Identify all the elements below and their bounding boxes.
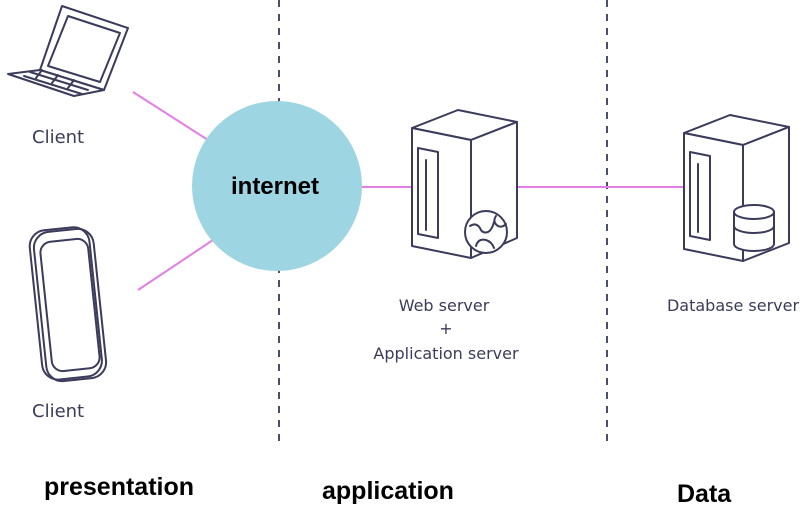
laptop-icon: [7, 5, 129, 97]
internet-label: internet: [231, 173, 319, 200]
smartphone-icon: [28, 226, 108, 383]
database-server-label: Database server: [667, 296, 800, 315]
server-database-icon: [683, 114, 790, 262]
server-globe-icon: [411, 109, 518, 259]
connector-laptop-to-internet: [132, 91, 209, 141]
tier-label-application: application: [322, 477, 454, 505]
connector-mobile-to-internet: [137, 239, 214, 291]
internet-circle: [192, 101, 362, 271]
mobile-client-label: Client: [32, 401, 84, 422]
laptop-client-label: Client: [32, 127, 84, 148]
web-server-label-plus: +: [439, 319, 452, 338]
tier-label-data: Data: [677, 480, 732, 508]
tier-label-presentation: presentation: [44, 473, 194, 501]
web-server-label-line1: Web server: [399, 296, 490, 315]
web-server-label-line3: Application server: [373, 344, 519, 363]
